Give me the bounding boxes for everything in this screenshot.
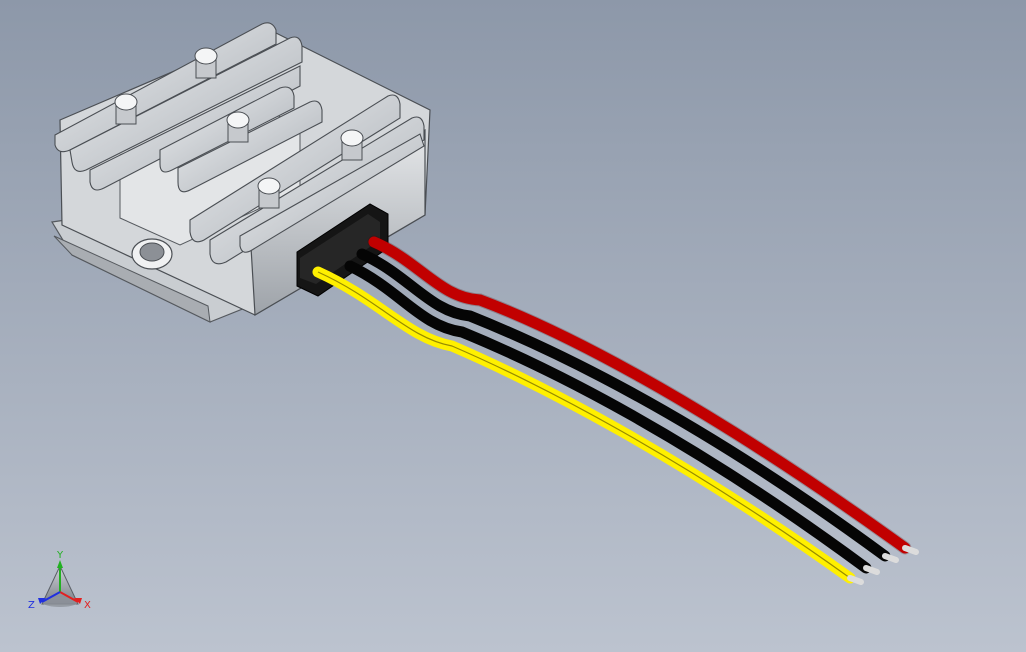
wire-black-2[interactable]	[344, 260, 872, 574]
heatsink-fin	[159, 86, 295, 173]
heatsink-fin	[69, 36, 303, 172]
x-axis-line	[59, 591, 79, 603]
wire-tip-red[interactable]	[902, 545, 919, 555]
cable-grommet-face	[300, 214, 380, 284]
wire-tip-black-2[interactable]	[863, 565, 880, 575]
screw-boss[interactable]	[114, 93, 138, 125]
x-axis-label: X	[84, 600, 91, 611]
screw-boss[interactable]	[226, 111, 250, 143]
wire-tip-yellow[interactable]	[847, 575, 864, 585]
screw-boss[interactable]	[257, 177, 281, 209]
y-axis-label: Y	[56, 550, 64, 561]
wire-red[interactable]	[368, 236, 911, 554]
z-axis-arrow-icon	[38, 598, 46, 604]
converter-model[interactable]	[51, 22, 431, 323]
wire-tip-black[interactable]	[882, 553, 899, 563]
wire-black[interactable]	[356, 248, 891, 562]
z-axis-label: Z	[28, 600, 35, 611]
axis-triad[interactable]: Y X Z	[28, 550, 91, 611]
screw-boss[interactable]	[194, 47, 218, 79]
mounting-hole-inner	[139, 242, 165, 262]
wire-yellow-outline	[317, 271, 851, 579]
y-axis-arrow-icon	[57, 560, 63, 568]
heatsink-fin	[239, 133, 425, 253]
wire-red-shadow	[367, 235, 912, 555]
x-axis-arrow-icon	[74, 598, 82, 604]
screw-boss[interactable]	[340, 129, 364, 161]
heatsink-fin	[54, 22, 277, 153]
housing-base-edge	[53, 235, 211, 323]
heatsink-fin	[177, 100, 323, 193]
wire-harness[interactable]	[312, 235, 919, 585]
z-axis-line	[41, 591, 61, 603]
triad-base	[42, 597, 78, 607]
